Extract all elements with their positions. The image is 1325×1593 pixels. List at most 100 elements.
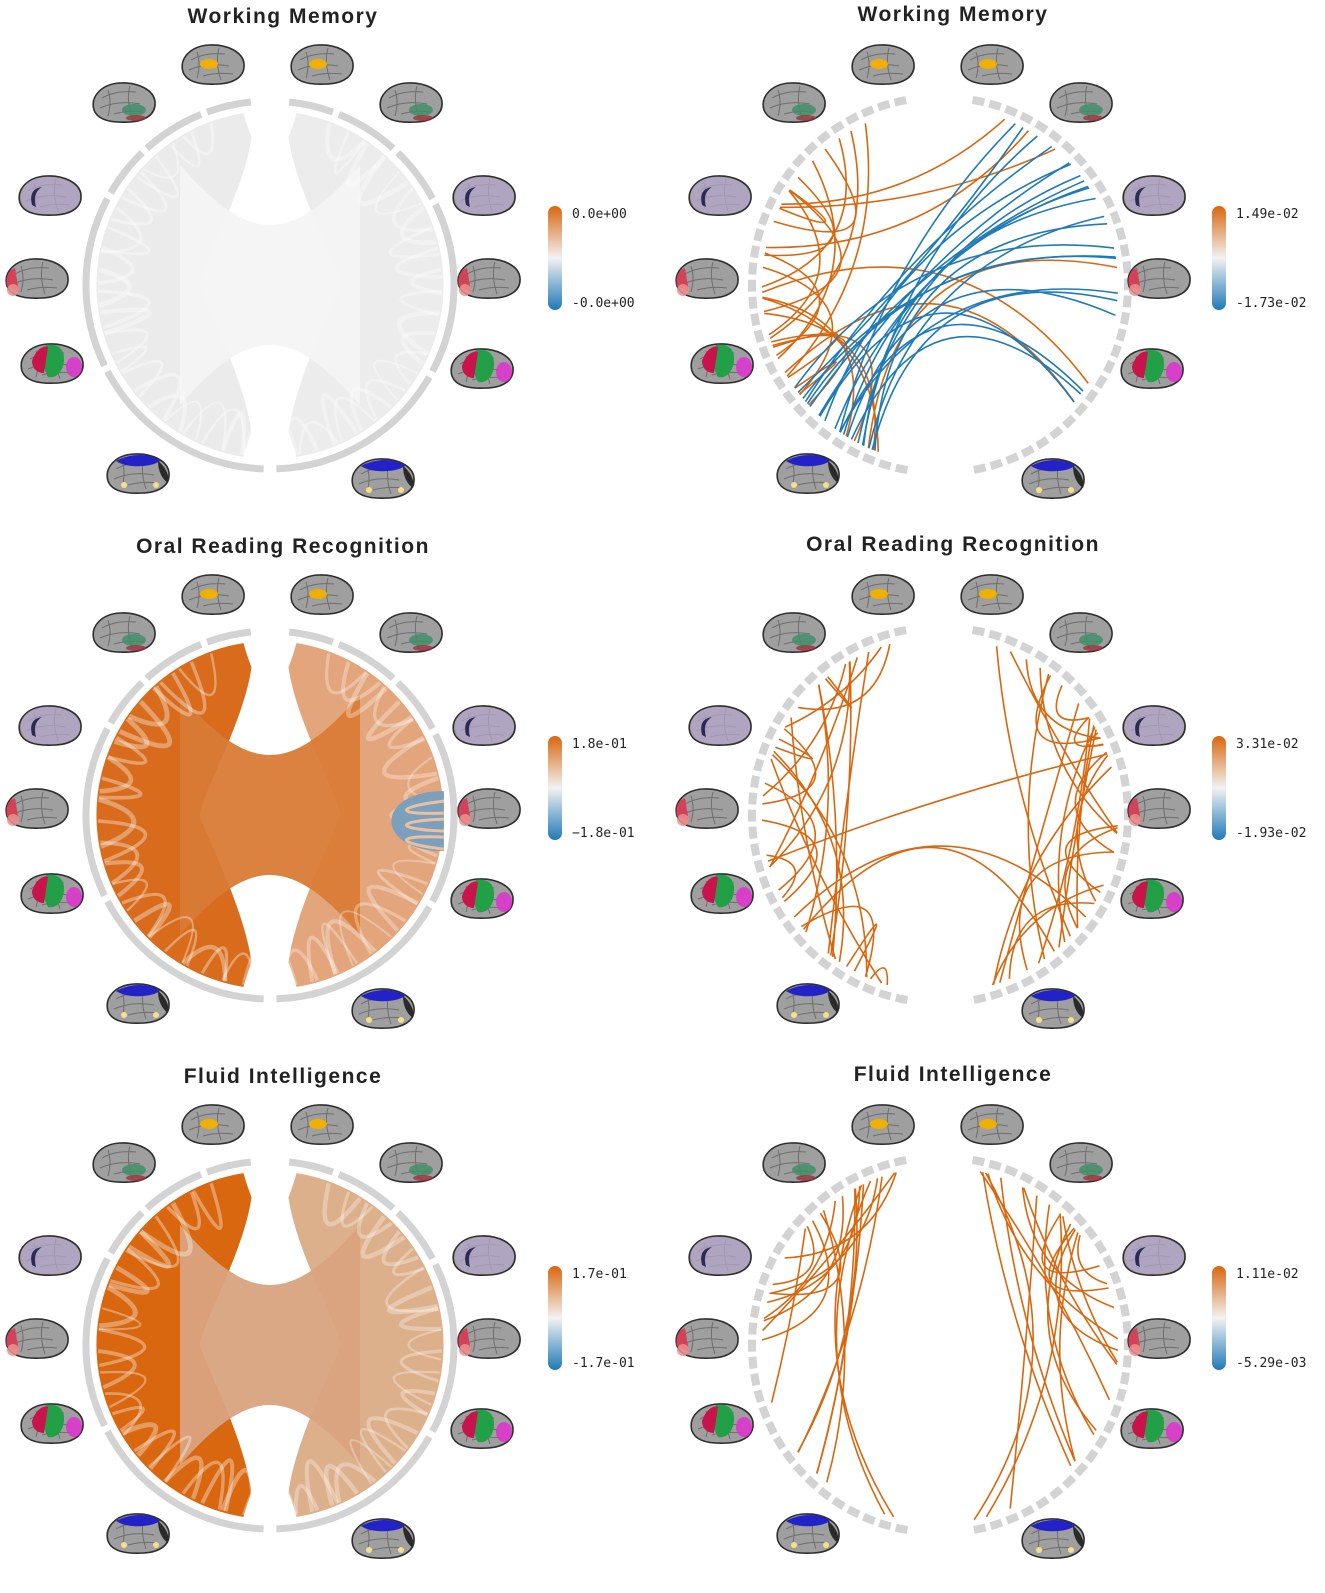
ribbon-texture [306,935,340,983]
ribbon-texture [182,123,215,156]
ribbon-texture [399,1349,443,1383]
ring-segment [772,1241,786,1256]
brain-icon-visual-red [675,1318,739,1360]
brain-icon-visual-red [675,788,739,830]
colorbar-max-label: 0.0e+00 [572,207,627,222]
ribbon-texture [139,1201,193,1257]
ring-segment [1019,641,1034,655]
brain-icon-visual-red [457,1318,521,1360]
positive-edge [769,1178,879,1295]
panel-1: Working Memory 0.0e+00 -0.0e+00 [5,5,635,500]
ribbon-texture [280,416,320,457]
positive-edge [764,176,835,257]
ribbon-texture [381,735,438,780]
ring-segment [107,1210,145,1255]
ribbon-texture [297,420,339,455]
ribbon-texture [323,1463,359,1507]
ring-segment [1049,1485,1064,1500]
brain-icon-default-purple [452,705,516,747]
ribbon-texture [399,289,442,317]
brain-icon-somatomotor-green [762,82,826,124]
ring-segment [429,1262,458,1434]
ring-segment [1035,436,1050,450]
ribbon-texture [166,1191,201,1231]
colorbar-min-label: -0.0e+00 [572,296,635,311]
ring-segment [803,1201,818,1216]
ring-segment [831,1496,846,1510]
ring-segment [1019,1171,1034,1185]
positive-edge [768,190,821,336]
ribbon-texture [200,946,229,982]
negative-edge [861,135,1038,446]
ribbon-texture [364,378,407,421]
ring-segment [772,181,786,196]
positive-edge [1058,729,1097,948]
ring-segment [804,415,819,430]
brain-icon-frontoparietal-green-magenta [450,878,514,920]
brain-icon-dorsal-attention-blue [776,983,840,1025]
panel-title: Working Memory [188,5,379,28]
ribbon-texture [381,1230,419,1267]
brain-icon-frontoparietal-green-magenta [1120,348,1184,390]
ring-segment [1073,152,1088,167]
ribbon-texture [159,661,207,715]
ring-segment [1005,452,1020,465]
ring-segment [1074,402,1088,417]
ribbon-texture [241,948,270,988]
ring-segment [750,1305,761,1319]
ribbon-texture [147,393,188,433]
ribbon-texture [360,1214,406,1260]
ribbon-texture [334,1462,377,1503]
ring-segment [1119,243,1130,257]
positive-edge [845,923,878,972]
colorbar-min-label: -1.7e-01 [572,1356,635,1371]
brain-icon-somatomotor-green [379,612,443,654]
ring-segment [1035,966,1050,980]
positive-edge [763,189,842,313]
ring-segment [830,1180,845,1194]
ribbon-texture [392,1247,425,1277]
ring-segment [1084,695,1098,711]
brain-icon-default-purple [452,1235,516,1277]
ribbon-texture [338,910,392,967]
ring-segment [1084,165,1098,181]
ring-segment [765,1421,778,1436]
ring-segment [1103,1419,1116,1434]
ring-segment [1110,1404,1122,1419]
ring-segment [1102,194,1115,209]
ring-segment [1004,635,1019,647]
ribbon-texture [405,835,445,851]
ring-segment [973,1523,987,1534]
ring-segment [792,1213,806,1228]
positive-edge [769,661,851,868]
ring-segment [144,111,203,151]
ring-segment [144,641,203,681]
positive-edge [827,651,870,954]
positive-edge [802,846,1056,952]
brain-icon-frontoparietal-green-magenta [1120,878,1184,920]
ribbon-texture [373,685,414,728]
ribbon-texture [182,401,227,451]
ring-segment [104,899,264,1003]
colorbar [1212,206,1226,310]
brain-icon-default-purple [18,1235,82,1277]
ring-segment [804,1475,819,1490]
ring-segment [1115,1388,1127,1402]
ribbon-top-gap [240,630,300,690]
ring-segment [845,112,860,125]
ring-segment [750,313,761,327]
ring-segment [758,1271,770,1286]
ribbon-texture [242,405,290,457]
negative-edge [842,187,1090,435]
ring-segment [337,111,396,151]
ring-segment [1034,120,1049,134]
negative-edge [874,223,1108,451]
ribbon-texture [333,396,376,442]
negative-edge [871,291,1118,450]
positive-edge [1035,675,1101,745]
ring-segment [758,741,770,756]
ribbon-texture [366,700,413,742]
ribbon-texture [349,1439,392,1485]
